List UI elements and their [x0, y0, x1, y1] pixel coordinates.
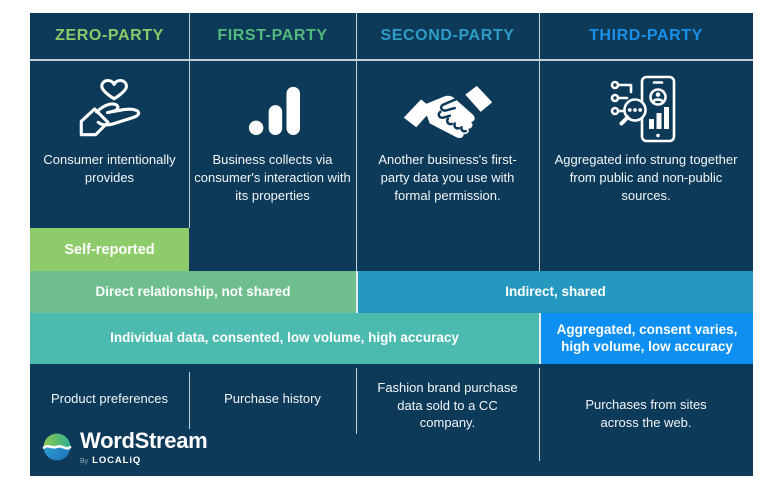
localiq-byline: By LOCALiQ [80, 455, 207, 466]
header-divider [30, 59, 753, 61]
cell-second-party-description: Another business's first-party data you … [356, 59, 539, 228]
example-zero-party: Product preferences [30, 364, 189, 476]
column-divider [188, 13, 190, 228]
column-header-third-party: THIRD-PARTY [539, 13, 753, 59]
example-text: Product preferences [50, 391, 169, 406]
header-label: SECOND-PARTY [380, 27, 515, 44]
column-divider [355, 368, 357, 434]
example-text: Purchases from sites across the web. [585, 397, 707, 430]
header-row: ZERO-PARTY FIRST-PARTY SECOND-PARTY THIR… [30, 13, 753, 59]
self-reported-band: Self-reported [30, 228, 189, 271]
wordstream-logo-mark-icon [42, 432, 72, 462]
description-text: Consumer intentionally provides [43, 152, 176, 185]
cell-zero-party-description: Consumer intentionally provides [30, 59, 189, 228]
column-header-zero-party: ZERO-PARTY [30, 13, 189, 59]
wordstream-logo-text: WordStream By LOCALiQ [80, 428, 208, 467]
example-second-party: Fashion brand purchase data sold to a CC… [356, 364, 539, 476]
byline-brand: LOCALiQ [92, 455, 142, 466]
cell-third-party-description: Aggregated info strung together from pub… [539, 59, 753, 228]
heart-in-hand-icon [71, 67, 149, 151]
column-divider [538, 368, 540, 461]
cell-first-party-description: Business collects via consumer's interac… [189, 59, 356, 228]
relationship-band-row: Direct relationship, not shared Indirect… [30, 271, 753, 313]
examples-row: Product preferences Purchase history Fas… [30, 364, 753, 476]
example-first-party: Purchase history [189, 364, 356, 476]
example-third-party: Purchases from sites across the web. [539, 364, 753, 476]
header-label: THIRD-PARTY [589, 27, 703, 44]
column-divider [188, 372, 190, 429]
handshake-icon [398, 67, 498, 151]
description-text: Aggregated info strung together from pub… [554, 152, 738, 203]
direct-relationship-band: Direct relationship, not shared [30, 271, 356, 313]
empty-cell [189, 228, 356, 271]
self-reported-row: Self-reported [30, 228, 753, 271]
description-row: Consumer intentionally provides Business… [30, 59, 753, 228]
data-quality-band-row: Individual data, consented, low volume, … [30, 313, 753, 364]
example-text: Fashion brand purchase data sold to a CC… [377, 380, 518, 431]
indirect-shared-band: Indirect, shared [356, 271, 753, 313]
empty-cell [539, 228, 753, 271]
phone-data-search-icon [606, 67, 686, 151]
individual-data-band: Individual data, consented, low volume, … [30, 313, 539, 364]
aggregated-data-band: Aggregated, consent varies, high volume,… [539, 313, 753, 364]
column-divider [355, 13, 357, 271]
analytics-bars-icon [246, 67, 300, 151]
description-text: Another business's first-party data you … [378, 152, 517, 203]
example-text: Purchase history [224, 391, 321, 406]
data-types-comparison-table: ZERO-PARTY FIRST-PARTY SECOND-PARTY THIR… [30, 13, 753, 476]
column-divider [538, 13, 540, 271]
byline-prefix: By [80, 458, 89, 465]
header-label: ZERO-PARTY [55, 27, 164, 44]
column-header-first-party: FIRST-PARTY [189, 13, 356, 59]
column-header-second-party: SECOND-PARTY [356, 13, 539, 59]
wordstream-wordmark: WordStream [80, 428, 208, 453]
description-text: Business collects via consumer's interac… [194, 152, 351, 203]
wordstream-logo: WordStream By LOCALiQ [42, 428, 208, 467]
header-label: FIRST-PARTY [217, 27, 328, 44]
empty-cell [356, 228, 539, 271]
